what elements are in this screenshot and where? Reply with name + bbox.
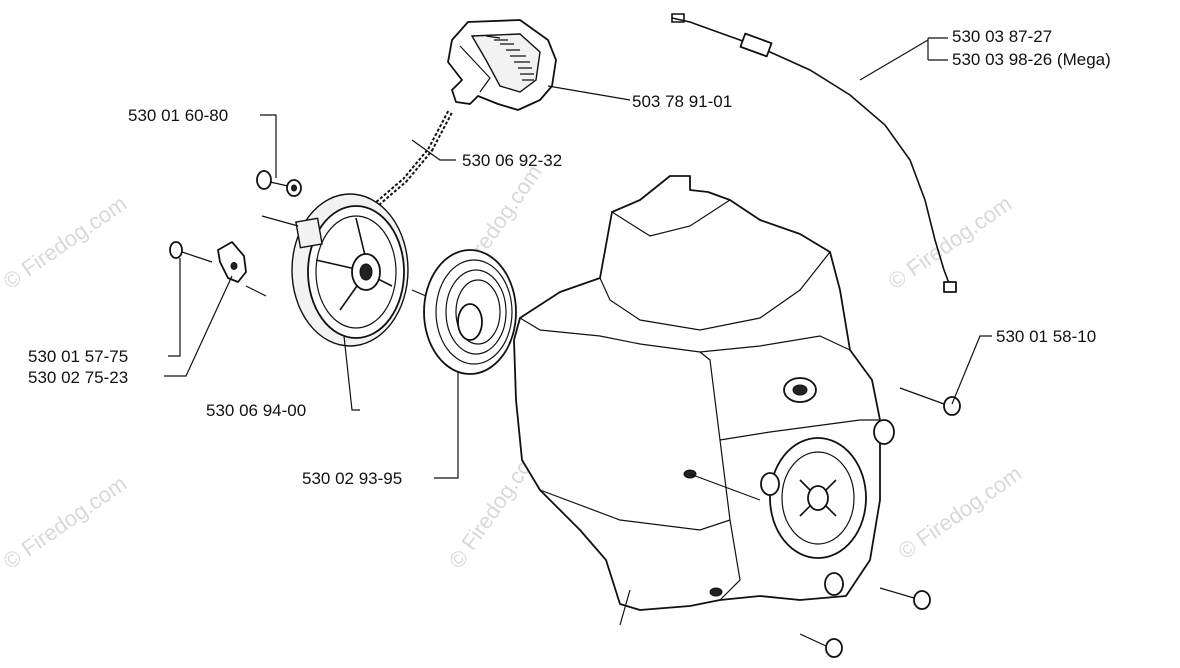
watermark: © Firedog.com	[884, 191, 1017, 294]
starter-handle-drawing	[447, 19, 557, 111]
watermark: © Firedog.com	[0, 191, 131, 294]
label-cable-b: 530 03 98-26 (Mega)	[952, 50, 1111, 69]
spring-drawing	[411, 249, 517, 375]
housing-drawing	[513, 175, 895, 626]
label-spring: 530 02 93-95	[302, 469, 402, 488]
label-pulley: 530 06 94-00	[206, 401, 306, 420]
screw-top-drawing	[256, 170, 302, 197]
label-screw-top: 530 01 60-80	[128, 106, 228, 125]
watermark: © Firedog.com	[894, 461, 1027, 564]
watermark: © Firedog.com	[0, 471, 131, 574]
label-starter-handle: 503 78 91-01	[632, 92, 732, 111]
label-screw-pawl: 530 01 57-75	[28, 347, 128, 366]
housing-screws-drawing	[799, 387, 961, 658]
label-starter-rope: 530 06 92-32	[462, 151, 562, 170]
pawl-drawing	[169, 241, 267, 297]
label-cable-a: 530 03 87-27	[952, 27, 1052, 46]
label-pawl: 530 02 75-23	[28, 368, 128, 387]
part-labels: 503 78 91-01 530 03 87-27 530 03 98-26 (…	[28, 27, 1111, 488]
leader-lines	[164, 37, 992, 479]
pulley-drawing	[261, 193, 409, 347]
cable-drawing	[671, 13, 957, 293]
label-housing-screw: 530 01 58-10	[996, 327, 1096, 346]
